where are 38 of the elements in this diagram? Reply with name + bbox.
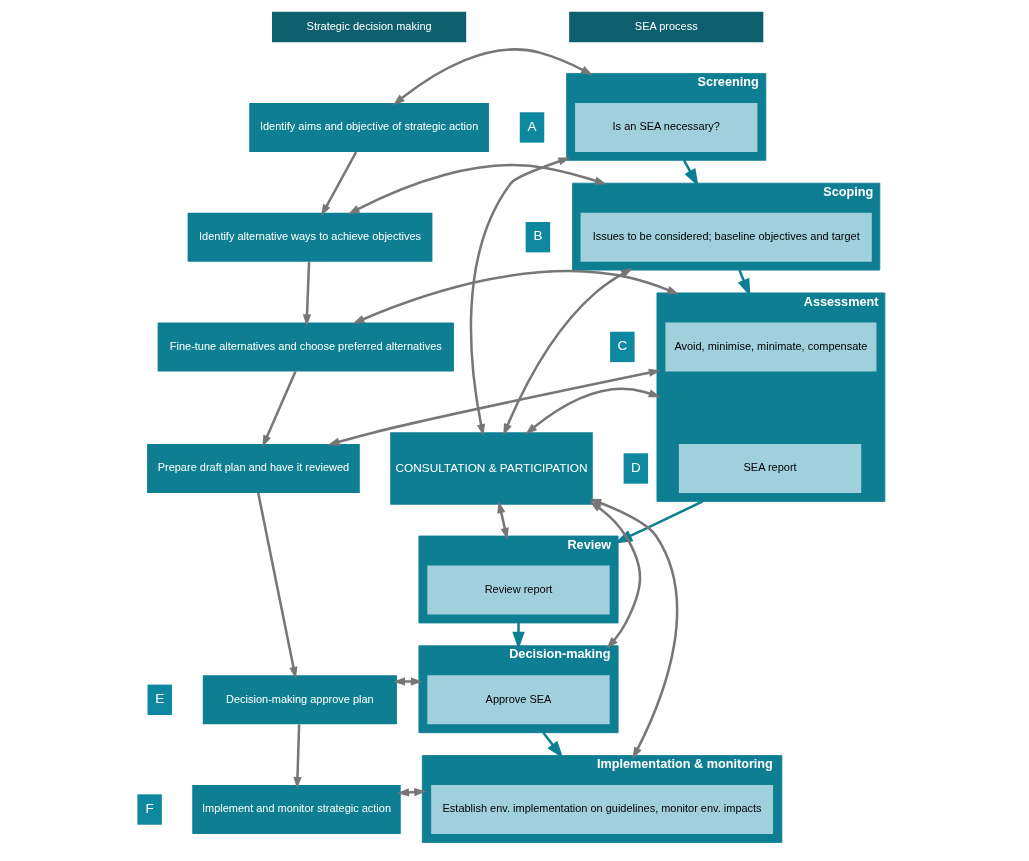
arrow: [327, 368, 661, 446]
node-box: B: [525, 222, 551, 253]
arrow: [542, 731, 564, 759]
arrow: [392, 48, 593, 106]
arrow: [589, 498, 679, 759]
arrow: [347, 163, 607, 215]
node-box: A: [519, 112, 545, 143]
node-box: SEA process: [569, 11, 764, 43]
node-box: Establish env. implementation on guidelines, monitor env. impacts: [431, 785, 773, 834]
node-box: Prepare draft plan and have it reviewed: [147, 444, 360, 493]
node-box: Identify aims and objective of strategic action: [249, 102, 489, 152]
arrow: [262, 370, 297, 448]
node-box: CONSULTATION & PARTICIPATION: [390, 432, 593, 505]
arrow: [469, 157, 571, 436]
node-box: Identify alternative ways to achieve objectives: [187, 212, 433, 262]
node-box: Review report: [427, 565, 610, 615]
node-box: Implement and monitor strategic action: [192, 785, 401, 834]
node-box: SEA report: [678, 444, 862, 493]
arrow: [525, 387, 661, 435]
node-box: Is an SEA necessary?: [575, 102, 758, 152]
arrow: [589, 501, 642, 649]
node-box: Avoid, minimise, minimate, compensate: [665, 322, 877, 372]
arrow: [257, 492, 298, 679]
node-box: Strategic decision making: [272, 11, 467, 43]
arrow: [293, 724, 302, 789]
node-box: Decision-making approve plan: [202, 675, 397, 725]
arrow: [682, 159, 699, 187]
node-box: D: [623, 453, 649, 484]
arrow: [302, 261, 312, 327]
node-box: Fine-tune alternatives and choose preferred alternatives: [157, 322, 454, 372]
node-box: Issues to be considered; baseline objectives and target: [580, 212, 872, 262]
arrow: [352, 269, 679, 324]
node-box: Approve SEA: [427, 675, 610, 725]
arrow: [503, 268, 633, 436]
node-box: F: [137, 794, 162, 825]
node-box: E: [147, 684, 172, 715]
node-box: C: [610, 331, 635, 363]
arrow: [321, 151, 358, 217]
